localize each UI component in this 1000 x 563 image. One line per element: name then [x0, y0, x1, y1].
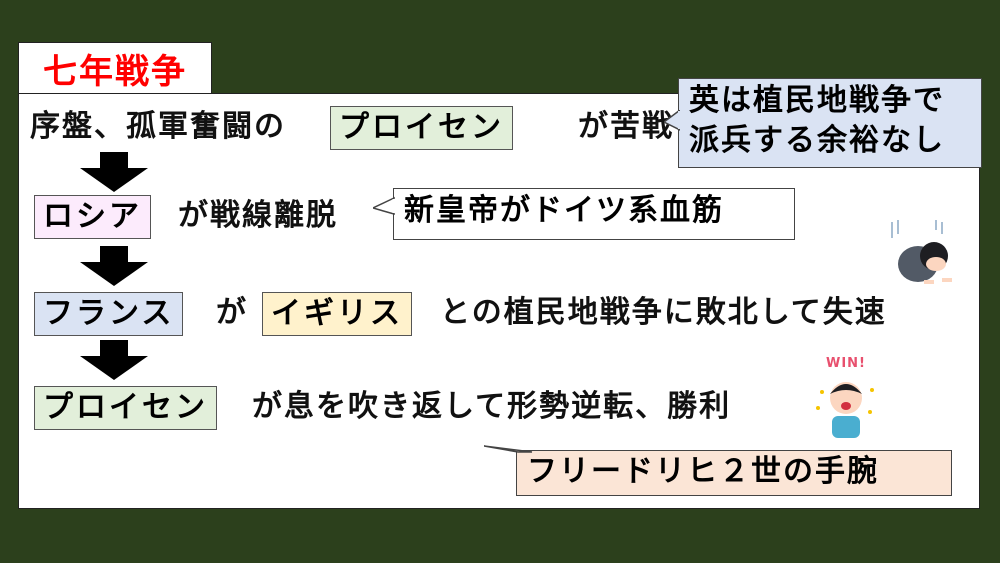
row3-text-mid: が [216, 295, 248, 330]
row1-prussia-box: プロイセン [330, 106, 513, 150]
row2-text-after: が戦線離脱 [178, 198, 338, 233]
down-arrow-icon [80, 340, 148, 380]
britain-callout-line2: 派兵する余裕なし [689, 123, 945, 158]
winner-boy-illustration [816, 382, 874, 438]
callout-pointer [484, 445, 533, 453]
title-tab: 七年戦争 [18, 42, 212, 94]
row1-text-before: 序盤、孤軍奮闘の [30, 109, 286, 144]
callout-pointer [373, 196, 395, 215]
frederick-callout: フリードリヒ２世の手腕 [516, 450, 952, 496]
russia-callout: 新皇帝がドイツ系血筋 [393, 188, 795, 240]
row1-text-after: が苦戦 [578, 109, 674, 144]
row2-russia-box: ロシア [34, 195, 151, 239]
row3-britain-box: イギリス [262, 292, 412, 336]
down-arrow-icon [80, 152, 148, 192]
win-text: WIN! [826, 356, 866, 371]
row3-text-after: との植民地戦争に敗北して失速 [440, 295, 887, 330]
britain-callout-line1: 英は植民地戦争で [689, 83, 945, 118]
row4-prussia-box: プロイセン [34, 386, 217, 430]
callout-pointer [664, 110, 680, 131]
britain-callout: 英は植民地戦争で 派兵する余裕なし [678, 78, 982, 168]
down-arrow-icon [80, 246, 148, 286]
row4-text-after: が息を吹き返して形勢逆転、勝利 [252, 389, 732, 424]
defeated-man-illustration [891, 220, 952, 284]
row3-france-box: フランス [34, 292, 184, 336]
